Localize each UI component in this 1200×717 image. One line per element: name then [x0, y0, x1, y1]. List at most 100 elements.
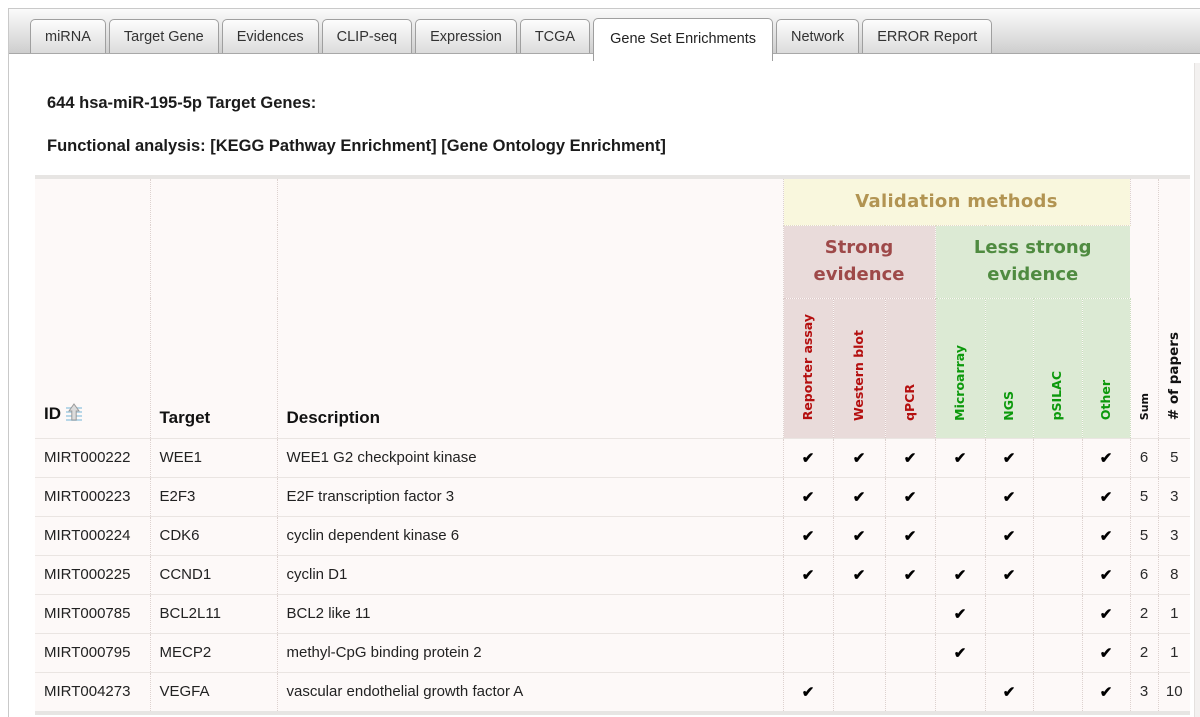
cell-description: BCL2 like 11: [277, 593, 784, 633]
cell-check-qpcr: ✔: [885, 437, 936, 477]
cell-num-papers: 10: [1158, 671, 1190, 711]
cell-check-reporter-assay: ✔: [783, 554, 834, 594]
cell-check-microarray: ✔: [935, 632, 986, 672]
cell-check-psilac: [1033, 632, 1083, 672]
cell-description: cyclin D1: [277, 554, 784, 594]
cell-mirt-id: MIRT000225: [35, 554, 151, 594]
cell-check-ngs: [985, 593, 1034, 633]
cell-check-psilac: [1033, 671, 1083, 711]
cell-check-western-blot: ✔: [833, 515, 886, 555]
cell-check-psilac: [1033, 593, 1083, 633]
cell-num-papers: 3: [1158, 515, 1190, 555]
cell-check-qpcr: [885, 632, 936, 672]
cell-description: WEE1 G2 checkpoint kinase: [277, 437, 784, 477]
tab-target-gene[interactable]: Target Gene: [108, 19, 219, 53]
tab-error-report[interactable]: ERROR Report: [862, 19, 993, 53]
cell-check-other: ✔: [1082, 476, 1131, 516]
cell-description: E2F transcription factor 3: [277, 476, 784, 516]
cell-check-western-blot: [833, 632, 886, 672]
cell-check-other: ✔: [1082, 632, 1131, 672]
cell-check-psilac: [1033, 476, 1083, 516]
cell-check-microarray: ✔: [935, 593, 986, 633]
cell-check-qpcr: ✔: [885, 476, 936, 516]
functional-analysis-line: Functional analysis: [KEGG Pathway Enric…: [47, 137, 1200, 156]
cell-sum: 3: [1130, 671, 1159, 711]
cell-description: cyclin dependent kinase 6: [277, 515, 784, 555]
column-header-reporter-assay: Reporter assay: [783, 298, 834, 438]
cell-sum: 5: [1130, 515, 1159, 555]
cell-check-microarray: ✔: [935, 437, 986, 477]
cell-check-reporter-assay: ✔: [783, 437, 834, 477]
cell-check-ngs: [985, 632, 1034, 672]
cell-check-ngs: ✔: [985, 515, 1034, 555]
cell-mirt-id: MIRT004273: [35, 671, 151, 711]
table-row: MIRT000223 E2F3 E2F transcription factor…: [35, 476, 1190, 516]
cell-check-reporter-assay: [783, 593, 834, 633]
cell-check-microarray: [935, 515, 986, 555]
kegg-pathway-enrichment-link[interactable]: [KEGG Pathway Enrichment]: [210, 137, 437, 155]
cell-check-western-blot: [833, 593, 886, 633]
cell-target-gene: BCL2L11: [150, 593, 278, 633]
cell-check-ngs: ✔: [985, 437, 1034, 477]
cell-mirt-id: MIRT000223: [35, 476, 151, 516]
cell-check-qpcr: ✔: [885, 554, 936, 594]
cell-check-psilac: [1033, 437, 1083, 477]
cell-sum: 6: [1130, 554, 1159, 594]
cell-target-gene: WEE1: [150, 437, 278, 477]
tab-expression[interactable]: Expression: [415, 19, 517, 53]
cell-check-qpcr: [885, 671, 936, 711]
cell-check-western-blot: ✔: [833, 554, 886, 594]
cell-check-microarray: ✔: [935, 554, 986, 594]
column-header-id[interactable]: ID: [35, 179, 151, 438]
cell-check-microarray: [935, 476, 986, 516]
column-header-microarray: Microarray: [935, 298, 986, 438]
table-row: MIRT000795 MECP2 methyl-CpG binding prot…: [35, 632, 1190, 672]
tab-gene-set-enrichments[interactable]: Gene Set Enrichments: [593, 18, 773, 61]
cell-check-reporter-assay: ✔: [783, 671, 834, 711]
cell-num-papers: 8: [1158, 554, 1190, 594]
tab-mirna[interactable]: miRNA: [30, 19, 106, 53]
vertical-scrollbar[interactable]: [1194, 63, 1200, 717]
functional-analysis-label: Functional analysis:: [47, 137, 206, 155]
cell-sum: 5: [1130, 476, 1159, 516]
column-header-western-blot: Western blot: [833, 298, 886, 438]
column-header-ngs: NGS: [985, 298, 1034, 438]
cell-mirt-id: MIRT000795: [35, 632, 151, 672]
cell-check-other: ✔: [1082, 554, 1131, 594]
column-header-description: Description: [277, 179, 784, 438]
tab-evidences[interactable]: Evidences: [221, 19, 319, 53]
cell-check-other: ✔: [1082, 593, 1131, 633]
cell-check-western-blot: [833, 671, 886, 711]
tab-bar: miRNA Target Gene Evidences CLIP-seq Exp…: [9, 9, 1200, 61]
table-body: MIRT000222 WEE1 WEE1 G2 checkpoint kinas…: [35, 437, 1190, 711]
table-row: MIRT000224 CDK6 cyclin dependent kinase …: [35, 515, 1190, 555]
cell-num-papers: 1: [1158, 593, 1190, 633]
cell-check-other: ✔: [1082, 515, 1131, 555]
validation-methods-group-header: Validation methods: [783, 179, 1131, 226]
column-header-num-papers: # of papers: [1158, 179, 1190, 438]
cell-sum: 2: [1130, 593, 1159, 633]
cell-target-gene: CCND1: [150, 554, 278, 594]
cell-num-papers: 3: [1158, 476, 1190, 516]
column-header-sum: Sum: [1130, 179, 1159, 438]
strong-evidence-group-header: Strong evidence: [783, 225, 936, 299]
sort-ascending-icon[interactable]: [64, 402, 84, 428]
cell-check-psilac: [1033, 554, 1083, 594]
target-genes-table: ID Target Description Validation methods…: [35, 179, 1190, 711]
cell-check-western-blot: ✔: [833, 437, 886, 477]
less-strong-evidence-group-header: Less strong evidence: [935, 225, 1130, 299]
tab-clip-seq[interactable]: CLIP-seq: [321, 19, 413, 53]
id-header-label: ID: [44, 403, 61, 423]
column-header-target: Target: [150, 179, 278, 438]
gene-ontology-enrichment-link[interactable]: [Gene Ontology Enrichment]: [441, 137, 666, 155]
cell-description: vascular endothelial growth factor A: [277, 671, 784, 711]
app-window: miRNA Target Gene Evidences CLIP-seq Exp…: [8, 8, 1200, 717]
cell-check-reporter-assay: ✔: [783, 476, 834, 516]
cell-sum: 6: [1130, 437, 1159, 477]
tab-tcga[interactable]: TCGA: [519, 19, 591, 53]
cell-check-ngs: ✔: [985, 476, 1034, 516]
cell-check-western-blot: ✔: [833, 476, 886, 516]
cell-check-microarray: [935, 671, 986, 711]
tab-network[interactable]: Network: [776, 19, 860, 53]
cell-target-gene: MECP2: [150, 632, 278, 672]
